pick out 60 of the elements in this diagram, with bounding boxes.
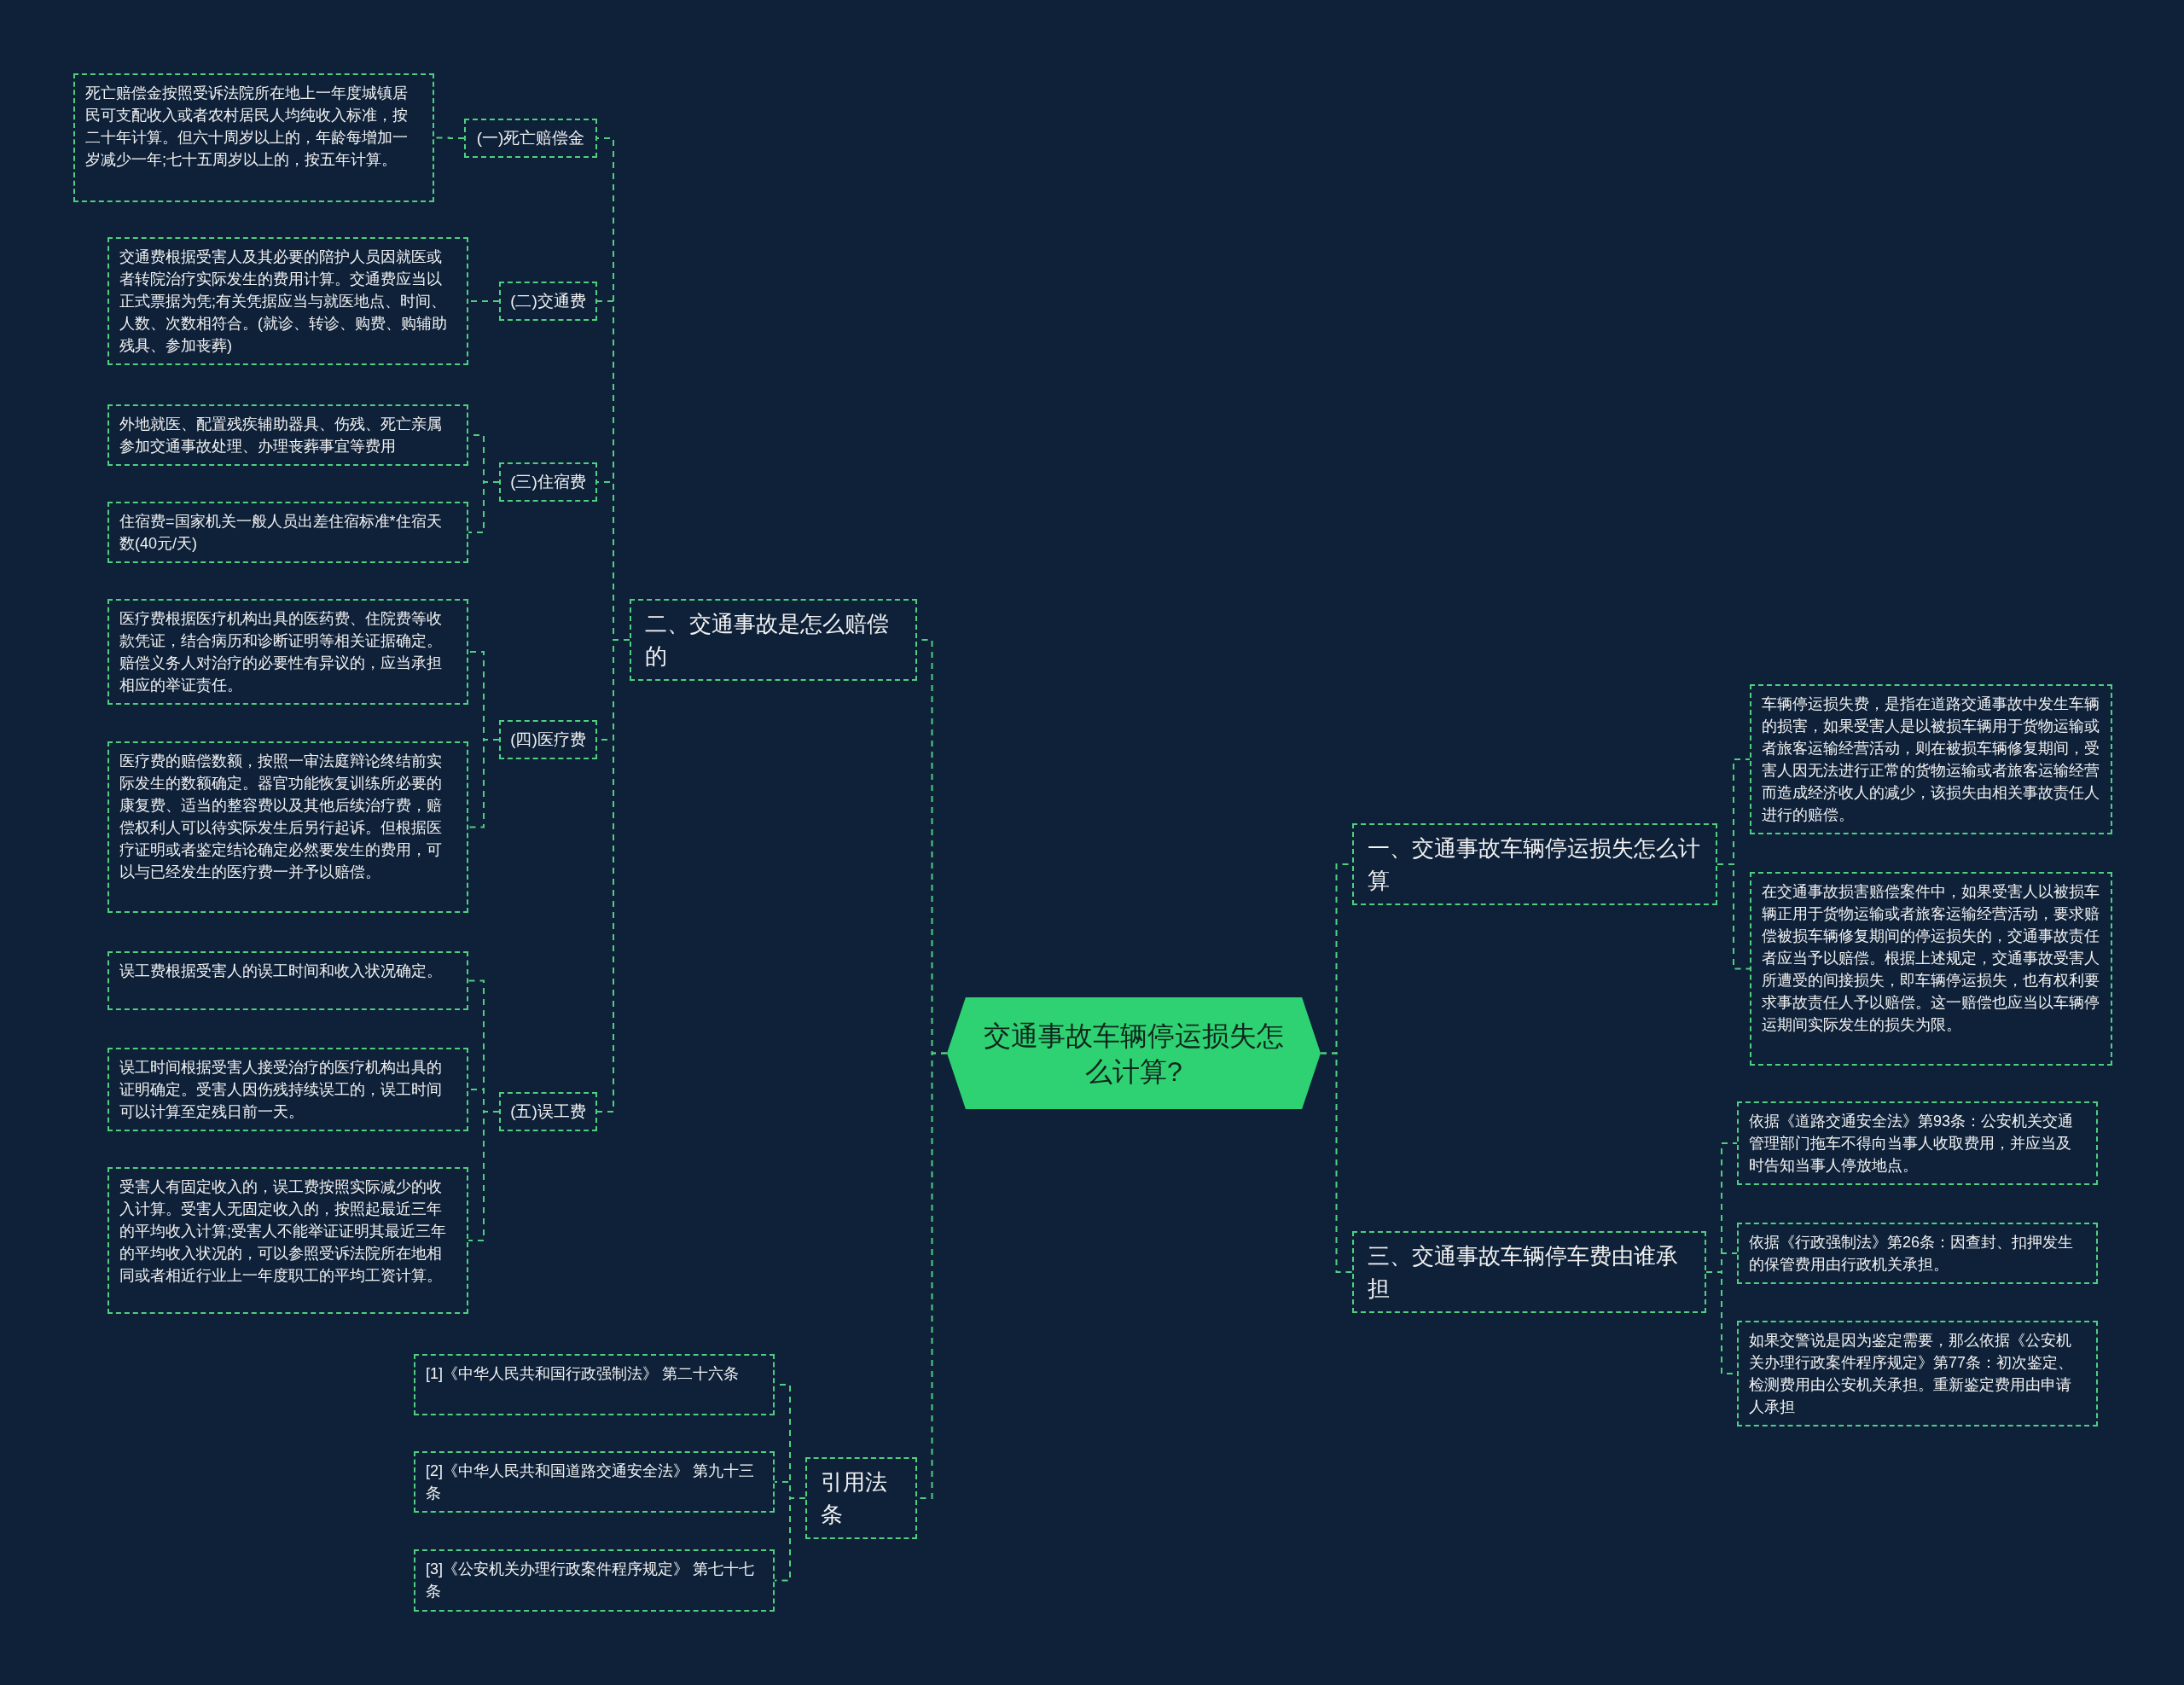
- branch-topic-box: [1352, 1231, 1706, 1313]
- detail-text: 误工时间根据受害人接受治疗的医疗机构出具的证明确定。受害人因伤残持续误工的，误工时间可以计算至定残日前一天。: [119, 1058, 443, 1122]
- detail-text: 如果交警说是因为鉴定需要，那么依据《公安机关办理行政案件程序规定》第77条：初次鉴定、检测费用由公安机关承担。重新鉴定费用由申请人承担: [1749, 1331, 2075, 1417]
- branch-topic-box: [805, 1457, 917, 1539]
- detail-box: [414, 1549, 775, 1612]
- subtopic-box: [499, 462, 597, 502]
- connector-line: [774, 1497, 806, 1582]
- detail-box: [107, 1167, 468, 1314]
- connector-line: [468, 739, 500, 828]
- detail-box: [1737, 1101, 2098, 1185]
- detail-text: 依据《行政强制法》第26条：因查封、扣押发生的保管费用由行政机关承担。: [1749, 1233, 2075, 1275]
- central-topic-text: 交通事故车辆停运损失怎么计算?: [983, 1019, 1285, 1089]
- subtopic-text: (四)医疗费: [510, 729, 586, 750]
- detail-box: [414, 1451, 775, 1513]
- subtopic-text: (一)死亡赔偿金: [476, 128, 585, 148]
- subtopic-text: (五)误工费: [510, 1101, 586, 1122]
- branch-topic-text: 二、交通事故是怎么赔偿的: [645, 610, 890, 671]
- detail-text: [3]《公安机关办理行政案件程序规定》 第七十七条: [426, 1560, 755, 1601]
- detail-box: [107, 502, 468, 563]
- detail-box: [1737, 1223, 2098, 1284]
- connector-line: [1320, 1052, 1353, 1273]
- detail-box: [107, 237, 468, 365]
- detail-text: 依据《道路交通安全法》第93条：公安机关交通管理部门拖车不得向当事人收取费用，并应当及时告知当事人停放地点。: [1749, 1112, 2075, 1176]
- subtopic-text: (三)住宿费: [510, 472, 586, 492]
- detail-box: [107, 404, 468, 466]
- detail-text: 受害人有固定收入的，误工费按照实际减少的收入计算。受害人无固定收入的，按照起最近三年的平均收入计算;受害人不能举证证明其最近三年的平均收入状况的，可以参照受诉法院所在地相同或者相近行业上一年度职工的平均工资计算。: [119, 1177, 447, 1286]
- detail-text: 住宿费=国家机关一般人员出差住宿标准*住宿天数(40元/天): [119, 512, 443, 554]
- detail-text: 医疗费的赔偿数额，按照一审法庭辩论终结前实际发生的数额确定。器官功能恢复训练所必要的康复费、适当的整容费以及其他后续治疗费，赔偿权利人可以待实际发生后另行起诉。但根据医疗证明或者鉴定结论确定必然要发生的费用，可以与已经发生的医疗费一并予以赔偿。: [119, 752, 443, 882]
- detail-box: [1737, 1321, 2098, 1426]
- branch-topic-text: 三、交通事故车辆停车费由谁承担: [1368, 1242, 1679, 1303]
- subtopic-box: [499, 1092, 597, 1131]
- branch-topic-box: [630, 599, 917, 681]
- detail-text: 医疗费根据医疗机构出具的医药费、住院费等收款凭证，结合病历和诊断证明等相关证据确定。赔偿义务人对治疗的必要性有异议的，应当承担相应的举证责任。: [119, 609, 443, 695]
- detail-box: [107, 951, 468, 1010]
- connector-line: [1716, 863, 1751, 970]
- detail-text: 在交通事故损害赔偿案件中，如果受害人以被损车辆正用于货物运输或者旅客运输经营活动，要求赔偿被损车辆修复期间的停运损失的，交通事故责任者应当予以赔偿。根据上述规定，交通事故受害人所遭受的间接损失，即车辆停运损失，也有权利要求事故责任人予以赔偿。这一赔偿也应当以车辆停运期间实际发生的损失为限。: [1762, 882, 2100, 1035]
- subtopic-box: [464, 119, 597, 158]
- branch-topic-box: [1352, 823, 1717, 905]
- detail-text: 外地就医、配置残疾辅助器具、伤残、死亡亲属参加交通事故处理、办理丧葬事宜等费用: [119, 415, 443, 456]
- detail-box: [107, 741, 468, 913]
- detail-text: 交通费根据受害人及其必要的陪护人员因就医或者转院治疗实际发生的费用计算。交通费应当以正式票据为凭;有关凭据应当与就医地点、时间、人数、次数相符合。(就诊、转诊、购费、购辅助残具、参加丧葬): [119, 247, 448, 356]
- detail-text: 车辆停运损失费，是指在道路交通事故中发生车辆的损害，如果受害人是以被损车辆用于货物运输或者旅客运输经营活动，则在被损车辆修复期间，受害人因无法进行正常的货物运输或者旅客运输经营而造成经济收人的减少，该损失由相关事故责任人进行的赔偿。: [1762, 694, 2100, 825]
- subtopic-box: [499, 282, 597, 321]
- detail-text: 死亡赔偿金按照受诉法院所在地上一年度城镇居民可支配收入或者农村居民人均纯收入标准，按二十年计算。但六十周岁以上的，年龄每增加一岁减少一年;七十五周岁以上的，按五年计算。: [85, 84, 409, 170]
- branch-topic-text: 引用法条: [821, 1468, 888, 1529]
- detail-text: [1]《中华人民共和国行政强制法》 第二十六条: [426, 1364, 740, 1384]
- branch-topic-text: 一、交通事故车辆停运损失怎么计算: [1368, 834, 1701, 895]
- detail-box: [107, 599, 468, 705]
- connector-line: [468, 1111, 500, 1241]
- detail-text: [2]《中华人民共和国道路交通安全法》 第九十三条: [426, 1461, 755, 1503]
- subtopic-box: [499, 720, 597, 759]
- detail-text: 误工费根据受害人的误工时间和收入状况确定。: [119, 962, 443, 981]
- central-topic-hexagon: [947, 997, 1321, 1109]
- connector-line: [468, 481, 500, 533]
- subtopic-text: (二)交通费: [510, 291, 586, 311]
- detail-box: [107, 1048, 468, 1131]
- detail-box: [414, 1354, 775, 1415]
- detail-box: [73, 73, 434, 202]
- detail-box: [1750, 684, 2112, 834]
- detail-box: [1750, 872, 2112, 1066]
